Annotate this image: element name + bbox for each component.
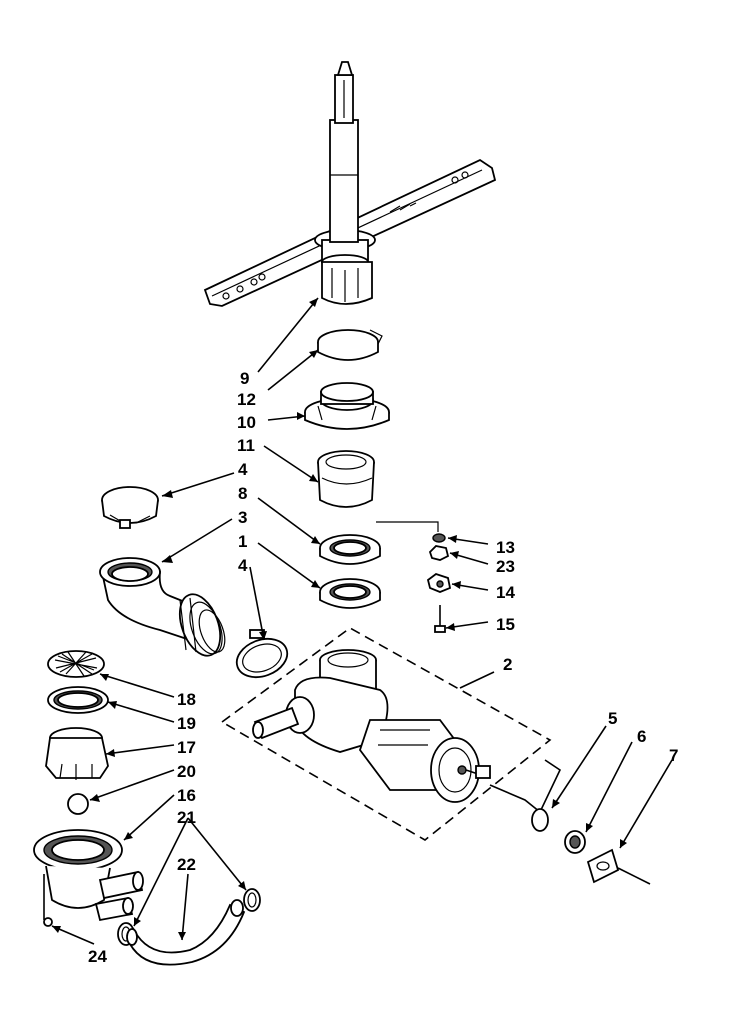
callout-21: 21 [177,808,196,827]
callout-20: 20 [177,762,196,781]
callout-1: 1 [238,532,247,551]
callout-2: 2 [503,655,512,674]
collar-10 [304,382,390,430]
strainer-17 [45,727,109,780]
callout-10: 10 [237,413,256,432]
callout-17: 17 [177,738,196,757]
grommet-6 [564,830,586,854]
nut-13 [432,533,446,543]
bracket-5 [489,759,562,832]
plate-7 [586,848,651,885]
callout-13: 13 [496,538,515,557]
callout-18: 18 [177,690,196,709]
elbow-hose-3 [99,557,226,657]
callout-6: 6 [637,727,646,746]
sump-16 [33,829,144,927]
callout-11: 11 [237,436,255,455]
callout-24: 24 [88,947,107,966]
callout-7: 7 [669,746,678,765]
callout-8: 8 [238,484,247,503]
gasket-1 [319,578,381,609]
callout-4-upper: 4 [238,460,248,479]
small-hardware-group [376,521,452,633]
ball-20 [67,793,89,815]
grille-18 [47,650,105,678]
callout-5: 5 [608,709,617,728]
ring-19 [47,686,109,714]
callout-14: 14 [496,583,515,602]
callout-labels: 9 12 10 11 4 8 3 1 4 13 23 14 15 2 5 6 7… [88,369,678,966]
lower-spray-arm-assembly [203,61,497,307]
clamp-4-upper [101,486,159,529]
callout-15: 15 [496,615,515,634]
clamp-4-lower [235,629,289,679]
callout-4-lower: 4 [238,556,248,575]
callout-16: 16 [177,786,196,805]
washer-23 [428,545,450,561]
leader-lines [51,297,673,945]
filter-cup-11 [317,450,375,508]
callout-12: 12 [237,390,256,409]
seal-ring-12 [317,329,383,361]
callout-3: 3 [238,508,247,527]
gasket-8 [319,534,381,565]
callout-23: 23 [496,557,515,576]
callout-9: 9 [240,369,249,388]
drain-hose-22 [126,899,246,966]
pump-motor-assembly-2 [220,627,552,841]
callout-19: 19 [177,714,196,733]
callout-22: 22 [177,855,196,874]
clamp-21-a [243,888,261,912]
